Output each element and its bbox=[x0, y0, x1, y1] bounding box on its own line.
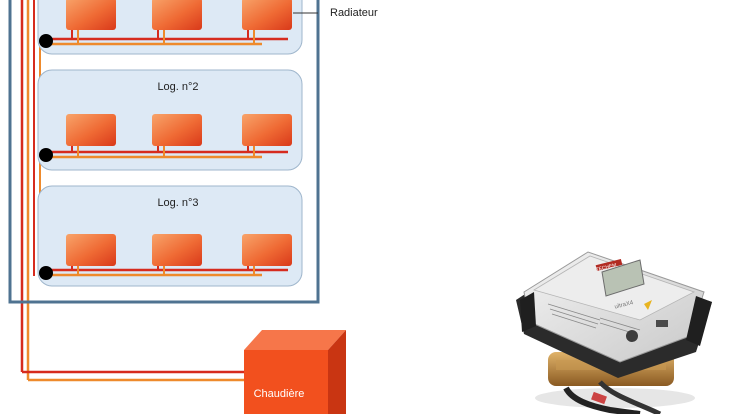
radiator bbox=[66, 114, 116, 146]
radiator bbox=[242, 234, 292, 266]
meter-brand-text: TECHEM bbox=[595, 262, 617, 273]
dwelling-unit-1 bbox=[37, 0, 303, 55]
radiator bbox=[242, 0, 292, 30]
unit-2-title: Log. n°2 bbox=[157, 81, 199, 93]
radiator bbox=[242, 114, 292, 146]
radiator bbox=[66, 0, 116, 30]
boiler-label: Chaudière bbox=[253, 388, 305, 400]
pipe-junction bbox=[39, 34, 53, 48]
unit-3-title: Log. n°3 bbox=[157, 197, 199, 209]
building-frame bbox=[8, 0, 320, 304]
heat-meter-device: TECHEM ultraX4 bbox=[516, 251, 712, 414]
pipe-junction bbox=[39, 266, 53, 280]
pipe-junction bbox=[39, 148, 53, 162]
radiator bbox=[152, 114, 202, 146]
meter-model-text: ultraX4 bbox=[614, 300, 635, 311]
radiator bbox=[152, 0, 202, 30]
dwelling-unit-2 bbox=[37, 69, 303, 171]
dwelling-unit-3 bbox=[37, 185, 303, 287]
boiler bbox=[244, 330, 346, 414]
radiator-label: Radiateur bbox=[330, 7, 378, 19]
radiator bbox=[66, 234, 116, 266]
radiator bbox=[152, 234, 202, 266]
